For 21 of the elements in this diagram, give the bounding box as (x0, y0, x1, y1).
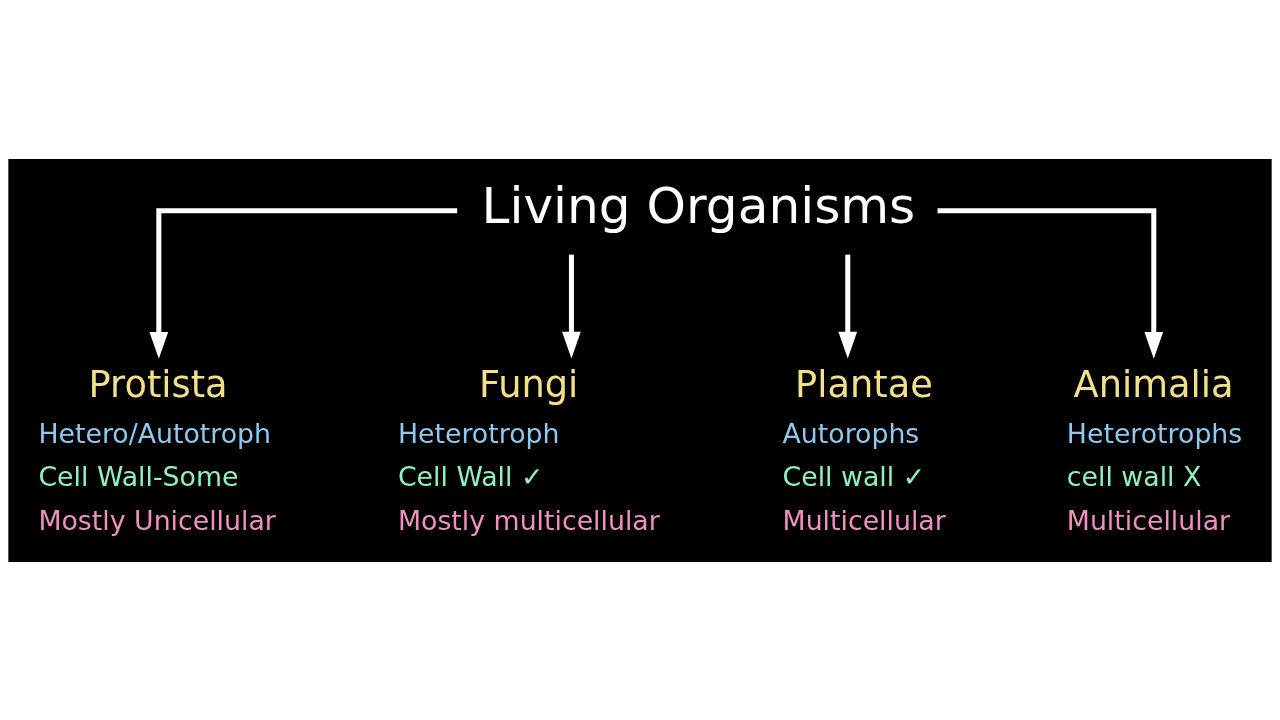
node-label: Multicellular (782, 504, 946, 536)
node-label: Heterotrophs (1066, 417, 1243, 449)
node-text: Living Organisms (481, 175, 916, 235)
node-text: Fungi (479, 362, 579, 406)
arrow (838, 254, 858, 359)
node-label: Mostly multicellular (397, 504, 660, 536)
node-text: Protista (88, 362, 228, 406)
arrow (149, 207, 458, 359)
node-label: Heterotroph (397, 417, 560, 449)
node-label: Hetero/Autotroph (38, 417, 272, 449)
node-text: Plantae (795, 362, 933, 406)
node-label: Multicellular (1066, 504, 1231, 536)
node-label: Cell Wall-Some (38, 460, 239, 492)
node-label: Mostly Unicellular (38, 504, 276, 536)
arrow (562, 254, 581, 359)
node-label: Cell Wall ✓ (397, 460, 544, 492)
node-label: cell wall X (1066, 460, 1202, 492)
node-label: Cell wall ✓ (782, 460, 926, 492)
node-text: Animalia (1073, 362, 1234, 406)
node-label: Autorophs (782, 417, 920, 449)
arrow (937, 207, 1164, 359)
